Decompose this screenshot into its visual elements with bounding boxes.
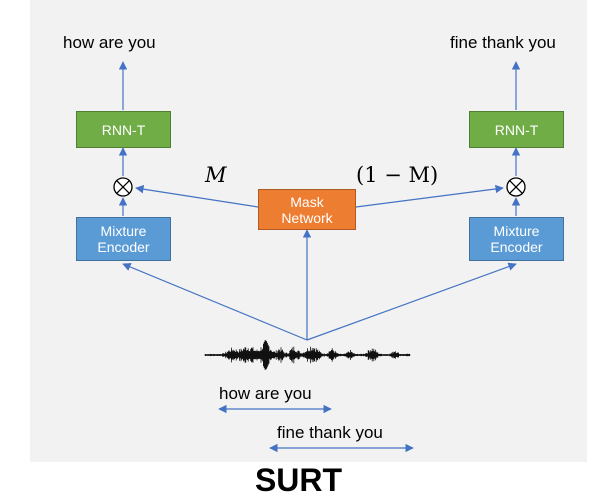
output-left-text: how are you [63,33,156,52]
mask-network-line1: Mask [290,193,324,210]
waveform-caption-second: fine thank you [277,423,383,442]
audio-waveform-icon [204,340,411,370]
rnn-t-left-label: RNN-T [101,121,146,138]
arrow-input-to-right-encoder [306,262,517,341]
rnn-t-right-label: RNN-T [494,121,539,138]
multiply-left-icon [113,177,133,197]
mask-label-left: M [205,163,227,187]
output-right-text: fine thank you [450,33,556,52]
rnn-t-right-block: RNN-T [469,111,564,148]
mask-network-block: Mask Network [258,189,356,230]
caption-title: SURT [254,462,343,498]
waveform-caption-first: how are you [219,384,312,403]
arrow-input-to-left-encoder [122,263,308,341]
multiply-right-icon [506,177,526,197]
mixture-encoder-right-block: Mixture Encoder [469,217,564,261]
arrow-mask-to-right-multiply [355,184,504,208]
mixture-encoder-right-line1: Mixture [493,223,540,239]
mixture-encoder-left-line2: Encoder [97,239,150,255]
arrow-mask-to-left-multiply [135,185,259,208]
mask-label-right: (1 − M) [356,163,439,187]
mask-network-line2: Network [281,209,333,226]
mixture-encoder-right-line2: Encoder [490,239,543,255]
rnn-t-left-block: RNN-T [76,111,171,148]
mixture-encoder-left-line1: Mixture [100,223,147,239]
mixture-encoder-left-block: Mixture Encoder [76,217,171,261]
